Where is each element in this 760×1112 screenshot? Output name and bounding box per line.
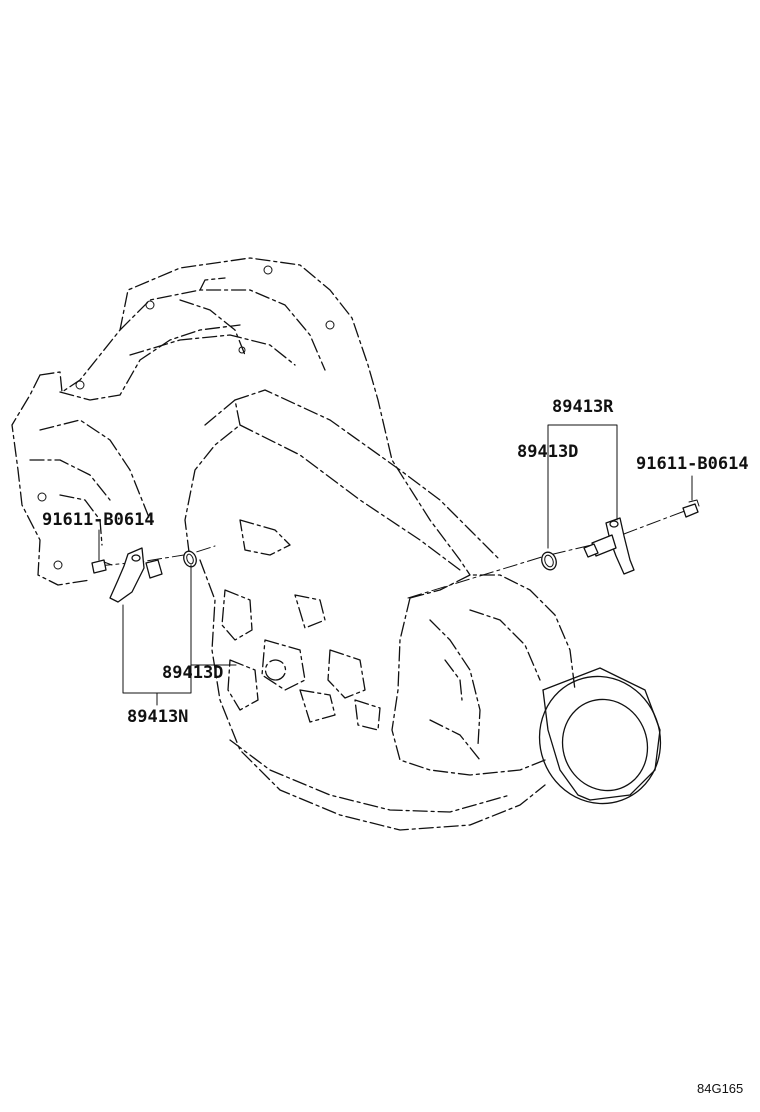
rear-oring <box>541 551 557 571</box>
rear-speed-sensor <box>583 517 635 575</box>
front-speed-sensor <box>109 547 163 603</box>
callout-89413D-rear: 89413D <box>517 442 578 462</box>
callout-91611-B0614-front: 91611-B0614 <box>42 510 155 530</box>
rear-bolt <box>682 499 700 518</box>
leader-lines <box>98 424 693 706</box>
transmission-housing <box>11 257 576 831</box>
figure-number: 84G165 <box>697 1081 743 1096</box>
front-bolt <box>91 559 113 574</box>
callout-89413R: 89413R <box>552 397 614 417</box>
axis-lines <box>97 508 691 599</box>
callout-89413D-front: 89413D <box>162 663 223 683</box>
front-oring <box>183 550 197 568</box>
output-flange <box>538 667 662 805</box>
callout-91611-B0614-rear: 91611-B0614 <box>636 454 749 474</box>
callout-89413N: 89413N <box>127 707 188 727</box>
